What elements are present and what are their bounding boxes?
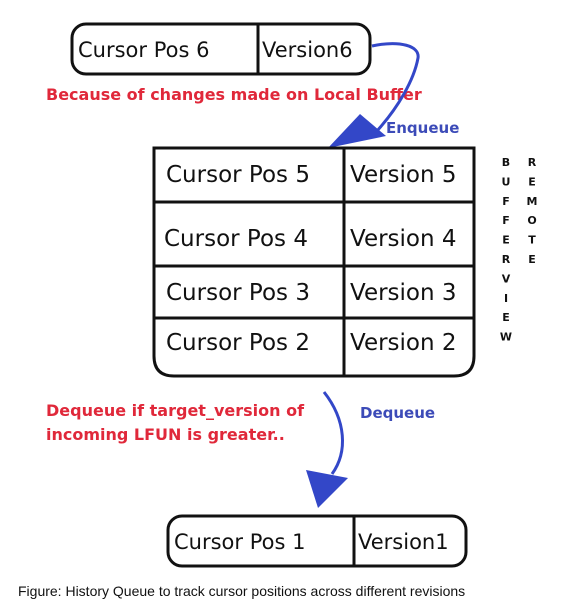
queue-row-position: Cursor Pos 2 (166, 330, 310, 356)
remote-buffer-queue: Cursor Pos 5 Version 5 Cursor Pos 4 Vers… (152, 146, 476, 378)
remote-letter: R (528, 156, 537, 169)
top-node-box (70, 22, 372, 76)
buffer-view-letter: F (502, 214, 510, 227)
buffer-view-letter: F (502, 195, 510, 208)
buffer-view-letter: V (502, 272, 511, 285)
buffer-view-letter: E (502, 234, 510, 247)
buffer-view-letter: B (502, 156, 510, 169)
bottom-node-version: Version1 (358, 530, 449, 554)
queue-row-position: Cursor Pos 3 (166, 280, 310, 306)
figure-caption: Figure: History Queue to track cursor po… (18, 583, 465, 599)
enqueue-arrow (328, 42, 420, 148)
remote-letter: E (528, 253, 536, 266)
top-node-position: Cursor Pos 6 (78, 38, 209, 62)
enqueue-label: Enqueue (386, 119, 459, 137)
buffer-view-letter: R (502, 253, 511, 266)
dequeue-note-line-2: incoming LFUN is greater.. (46, 425, 285, 444)
buffer-view-letter: U (502, 175, 511, 188)
buffer-view-letter: E (502, 311, 510, 324)
queue-row-version: Version 2 (350, 330, 457, 356)
remote-letter: T (528, 234, 536, 247)
enqueue-arrow-head (328, 114, 386, 148)
queue-row-position: Cursor Pos 4 (164, 226, 308, 252)
dequeue-label: Dequeue (360, 404, 435, 422)
top-node: Cursor Pos 6 Version6 (70, 22, 372, 76)
queue-row-position: Cursor Pos 5 (166, 162, 310, 188)
dequeue-arrow-shaft (322, 391, 344, 475)
dequeue-arrow-head (306, 470, 348, 508)
remote-letter: M (527, 195, 538, 208)
bottom-node: Cursor Pos 1 Version1 (166, 514, 468, 568)
remote-letter: O (527, 214, 536, 227)
bottom-node-position: Cursor Pos 1 (174, 530, 305, 554)
enqueue-note: Because of changes made on Local Buffer (46, 85, 422, 104)
top-node-version: Version6 (262, 38, 353, 62)
dequeue-arrow (306, 391, 348, 508)
buffer-view-letter: I (504, 292, 508, 305)
queue-row-version: Version 4 (350, 226, 457, 252)
buffer-view-letter: W (500, 331, 512, 344)
enqueue-arrow-shaft (371, 42, 420, 134)
queue-row-version: Version 3 (350, 280, 457, 306)
remote-letter: E (528, 175, 536, 188)
dequeue-note-line-1: Dequeue if target_version of (46, 401, 305, 420)
queue-row-version: Version 5 (350, 162, 457, 188)
bottom-node-box (166, 514, 468, 568)
